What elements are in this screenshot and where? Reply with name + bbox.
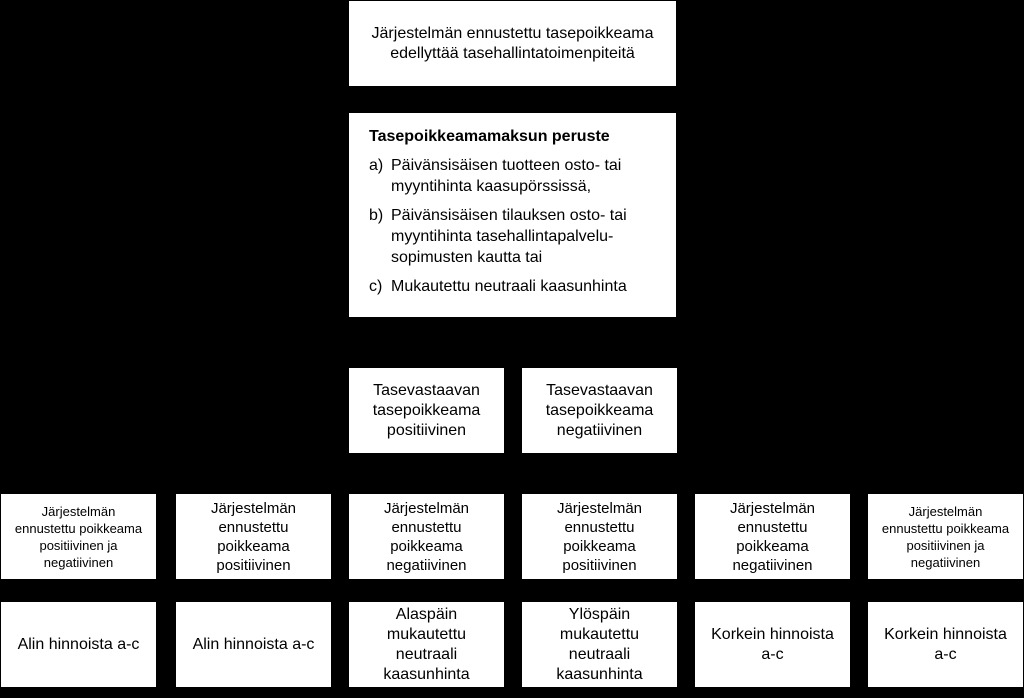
result-box-6: Korkein hinnoista a-c: [868, 602, 1023, 687]
criteria-title: Tasepoikkeamamaksun peruste: [369, 128, 610, 145]
top-box-system-imbalance: Järjestelmän ennustettu tasepoikkeama ed…: [349, 1, 676, 86]
criteria-item-c: c) Mukautettu neutraali kaasunhinta: [369, 276, 662, 297]
criteria-item-letter: b): [369, 207, 384, 224]
party-box-text: Tasevastaavan tasepoikkeama positiivinen: [372, 381, 481, 439]
criteria-item-text: Mukautettu neutraali kaasunhinta: [391, 278, 627, 295]
condition-box-text: Järjestelmän ennustettu poikkeama positi…: [881, 503, 1010, 570]
criteria-item-letter: c): [369, 278, 383, 295]
result-box-text: Alin hinnoista a-c: [17, 635, 140, 653]
criteria-box: Tasepoikkeamamaksun peruste a) Päivänsis…: [349, 113, 676, 317]
criteria-item-letter: a): [369, 157, 384, 174]
condition-box-6: Järjestelmän ennustettu poikkeama positi…: [868, 494, 1023, 579]
condition-box-text: Järjestelmän ennustettu poikkeama positi…: [14, 503, 143, 570]
condition-box-text: Järjestelmän ennustettu poikkeama negati…: [383, 499, 470, 574]
condition-box-4: Järjestelmän ennustettu poikkeama positi…: [522, 494, 677, 579]
party-box-text: Tasevastaavan tasepoikkeama negatiivinen: [545, 381, 654, 439]
result-box-text: Ylöspäin mukautettu neutraali kaasunhint…: [556, 605, 643, 683]
result-box-text: Korkein hinnoista a-c: [884, 625, 1007, 663]
result-box-5: Korkein hinnoista a-c: [695, 602, 850, 687]
result-box-3: Alaspäin mukautettu neutraali kaasunhint…: [349, 602, 504, 687]
result-box-4: Ylöspäin mukautettu neutraali kaasunhint…: [522, 602, 677, 687]
condition-box-text: Järjestelmän ennustettu poikkeama positi…: [556, 499, 643, 574]
condition-box-2: Järjestelmän ennustettu poikkeama positi…: [176, 494, 331, 579]
criteria-item-text: Päivänsisäisen tilauksen osto- tai myynt…: [391, 207, 627, 266]
criteria-item-b: b) Päivänsisäisen tilauksen osto- tai my…: [369, 205, 662, 268]
condition-box-3: Järjestelmän ennustettu poikkeama negati…: [349, 494, 504, 579]
result-box-text: Alaspäin mukautettu neutraali kaasunhint…: [383, 605, 470, 683]
condition-box-text: Järjestelmän ennustettu poikkeama positi…: [210, 499, 297, 574]
result-box-2: Alin hinnoista a-c: [176, 602, 331, 687]
top-box-text: Järjestelmän ennustettu tasepoikkeama ed…: [371, 24, 654, 62]
condition-box-5: Järjestelmän ennustettu poikkeama negati…: [695, 494, 850, 579]
criteria-item-text: Päivänsisäisen tuotteen osto- tai myynti…: [391, 157, 622, 195]
party-box-negative: Tasevastaavan tasepoikkeama negatiivinen: [522, 368, 677, 453]
result-box-text: Alin hinnoista a-c: [192, 635, 315, 653]
criteria-item-a: a) Päivänsisäisen tuotteen osto- tai myy…: [369, 155, 662, 197]
result-box-1: Alin hinnoista a-c: [1, 602, 156, 687]
condition-box-1: Järjestelmän ennustettu poikkeama positi…: [1, 494, 156, 579]
party-box-positive: Tasevastaavan tasepoikkeama positiivinen: [349, 368, 504, 453]
result-box-text: Korkein hinnoista a-c: [711, 625, 834, 663]
condition-box-text: Järjestelmän ennustettu poikkeama negati…: [729, 499, 816, 574]
